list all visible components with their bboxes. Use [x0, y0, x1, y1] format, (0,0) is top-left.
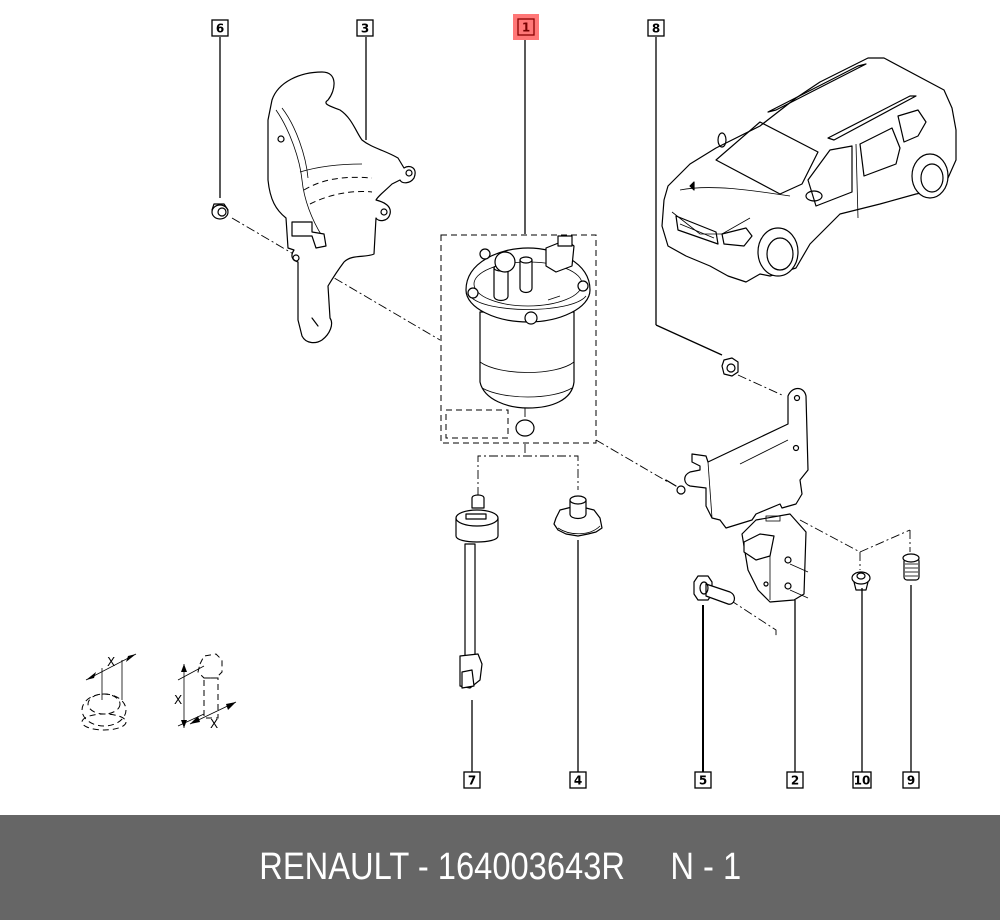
parts-diagram: 6 3 1 8 7 4 5 2 10 9 — [81, 14, 957, 789]
callout-4[interactable]: 4 — [569, 771, 587, 789]
callout-3[interactable]: 3 — [356, 19, 374, 37]
part-5-bolt[interactable] — [693, 575, 736, 605]
assembly-lines — [231, 217, 911, 638]
svg-text:3: 3 — [361, 22, 369, 36]
svg-text:2: 2 — [791, 774, 799, 788]
vehicle-locator-illustration — [661, 57, 957, 283]
svg-text:6: 6 — [216, 22, 224, 36]
nut-dimension-label: X — [107, 655, 115, 669]
callout-7[interactable]: 7 — [463, 771, 481, 789]
part-8-nut[interactable] — [721, 357, 739, 377]
callout-leaders — [219, 37, 912, 772]
dimension-legend-bolt: X X — [174, 653, 237, 731]
part-3-heat-shield[interactable] — [267, 71, 416, 344]
part-7-water-sensor[interactable] — [455, 494, 499, 689]
part-9-threaded-insert[interactable] — [902, 553, 920, 581]
part-1-fuel-filter[interactable] — [440, 234, 597, 444]
bolt-diameter-label: X — [210, 717, 218, 731]
svg-text:10: 10 — [854, 774, 871, 788]
callout-5[interactable]: 5 — [694, 771, 712, 789]
svg-text:7: 7 — [468, 774, 476, 788]
callout-10[interactable]: 10 — [852, 771, 872, 789]
bolt-length-label: X — [174, 693, 182, 707]
callout-6[interactable]: 6 — [211, 19, 229, 37]
callout-2[interactable]: 2 — [786, 771, 804, 789]
callout-1[interactable]: 1 — [513, 14, 539, 40]
part-number-footer: RENAULT - 164003643R N - 1 — [0, 815, 1000, 920]
svg-text:5: 5 — [699, 774, 707, 788]
part-2-mounting-bracket[interactable] — [665, 387, 809, 603]
part-6-nut[interactable] — [211, 203, 229, 220]
svg-text:9: 9 — [907, 774, 915, 788]
svg-text:4: 4 — [574, 774, 582, 788]
svg-text:8: 8 — [652, 22, 660, 36]
callout-9[interactable]: 9 — [902, 771, 920, 789]
svg-text:1: 1 — [522, 21, 530, 35]
part-4-drain-plug[interactable] — [553, 495, 603, 537]
dimension-legend-nut: X — [81, 653, 137, 731]
footer-part-number-text: RENAULT - 164003643R N - 1 — [259, 846, 741, 888]
callout-8[interactable]: 8 — [647, 19, 665, 37]
part-10-grommet[interactable] — [851, 571, 871, 591]
